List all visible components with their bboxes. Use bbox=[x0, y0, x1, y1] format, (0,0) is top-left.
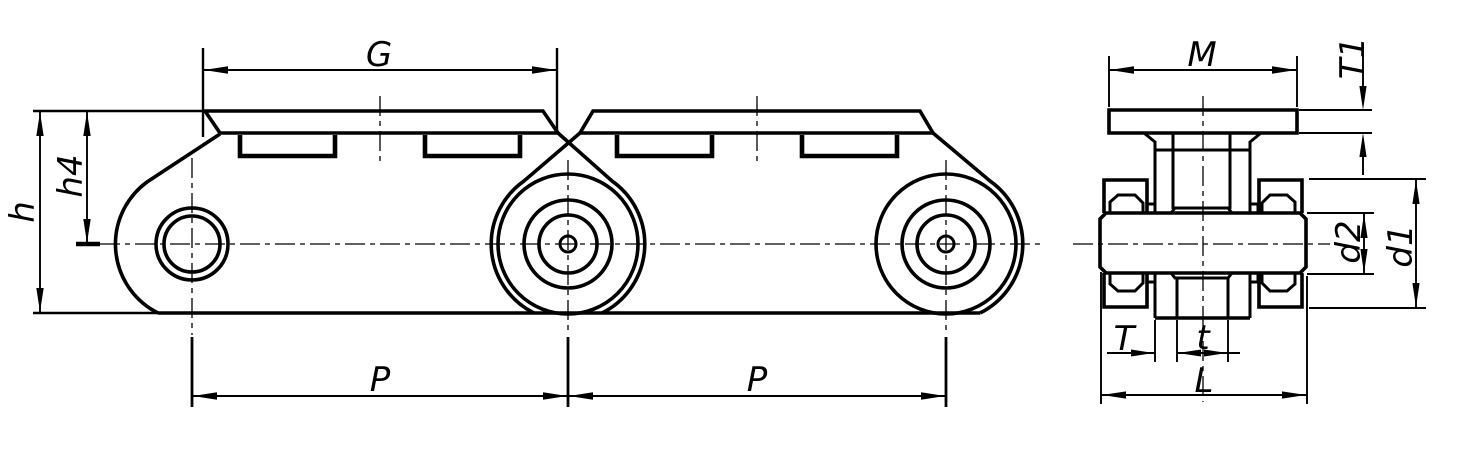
dim-d2-arrow-bottom bbox=[1360, 249, 1368, 273]
dim-m-extension-lines bbox=[1108, 56, 1298, 107]
attachment-lugs bbox=[237, 135, 900, 159]
dim-l-arrow-right bbox=[1282, 391, 1306, 399]
dim-m-arrow-right bbox=[1272, 66, 1296, 74]
dim-label-center-height: h4 bbox=[51, 154, 91, 197]
dim-p-arrow-3 bbox=[569, 392, 593, 400]
dim-p-arrow-1 bbox=[193, 392, 217, 400]
dim-g-arrow-right bbox=[532, 66, 556, 74]
dim-label-plate-width: M bbox=[1187, 35, 1216, 75]
dim-t1-arrow-top bbox=[1359, 86, 1367, 110]
side-view bbox=[33, 96, 1040, 335]
dim-label-sidebar-thickness: T bbox=[1114, 319, 1137, 359]
dim-h-arrow-top bbox=[36, 112, 44, 136]
dim-h-arrow-bottom bbox=[36, 288, 44, 312]
roller-3 bbox=[874, 172, 1018, 316]
dim-label-plate-thickness: T1 bbox=[1333, 37, 1373, 79]
dim-p-arrow-2 bbox=[543, 392, 567, 400]
bushing-1-outer bbox=[154, 206, 230, 282]
dim-label-pitch-left: P bbox=[370, 360, 391, 400]
dim-d1-arrow-bottom bbox=[1412, 283, 1420, 307]
dim-label-pin-length: L bbox=[1195, 361, 1214, 401]
section-view bbox=[1073, 96, 1330, 402]
section-pin bbox=[1098, 211, 1308, 275]
dim-label-pitch-right: P bbox=[747, 360, 768, 400]
bush-end-blocks bbox=[1108, 193, 1297, 293]
dim-t1-extension-lines bbox=[1299, 109, 1372, 134]
dim-g-extension-lines bbox=[201, 48, 559, 137]
bushing-1-inner bbox=[162, 214, 222, 274]
top-plate-1 bbox=[201, 109, 562, 135]
dim-t1-arrow-bottom bbox=[1359, 133, 1367, 157]
dim-d2-extension-lines bbox=[1307, 212, 1374, 275]
dim-h4-arrow-top bbox=[83, 112, 91, 136]
dim-t-arrow-right bbox=[1204, 349, 1227, 357]
pin-3 bbox=[915, 213, 977, 275]
lower-center-block bbox=[1145, 272, 1260, 318]
dim-label-plate-length: G bbox=[366, 35, 392, 75]
dim-d1-arrow-top bbox=[1412, 180, 1420, 204]
dimensions: G h h4 P P M T1 bbox=[3, 35, 1426, 407]
dim-d1-extension-lines bbox=[1309, 178, 1426, 309]
pin-2 bbox=[537, 213, 599, 275]
dim-l-extension-lines bbox=[1100, 272, 1308, 404]
dim-l-arrow-left bbox=[1102, 391, 1126, 399]
bracket-neck bbox=[1143, 131, 1262, 214]
dim-t-extension-lines bbox=[1154, 320, 1229, 362]
dim-T-arrow bbox=[1131, 349, 1154, 357]
dim-p-arrow-4 bbox=[921, 392, 945, 400]
dim-label-roller-diameter: d1 bbox=[1381, 224, 1421, 267]
dim-g-arrow-left bbox=[204, 66, 228, 74]
dim-d2-arrow-top bbox=[1360, 214, 1368, 238]
pin-3-center-hole bbox=[936, 234, 956, 254]
dim-t-arrow-left bbox=[1178, 349, 1201, 357]
section-top-plate bbox=[1107, 108, 1299, 135]
dim-h4-arrow-bottom bbox=[83, 219, 91, 243]
dim-label-bush-diameter: d2 bbox=[1329, 220, 1369, 263]
dim-label-inner-width: t bbox=[1196, 318, 1211, 358]
roller-2 bbox=[496, 172, 640, 316]
bushing-2 bbox=[522, 198, 614, 290]
outer-plates bbox=[1102, 178, 1304, 309]
pin-centerlines bbox=[191, 96, 947, 335]
bushing-3 bbox=[900, 198, 992, 290]
dim-label-overall-height: h bbox=[3, 201, 43, 223]
link-plate-contours bbox=[113, 131, 1025, 315]
pin-2-center-hole bbox=[558, 234, 578, 254]
dim-m-arrow-left bbox=[1110, 66, 1134, 74]
